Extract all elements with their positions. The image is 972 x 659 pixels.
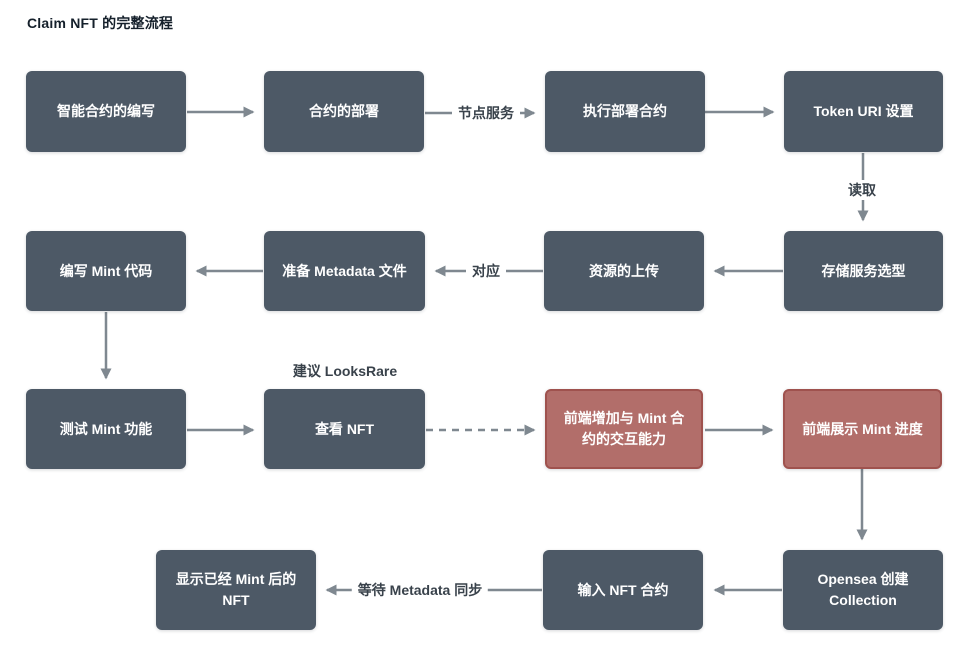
node-upload-assets: 资源的上传 [544,231,704,311]
edge-label-mapping: 对应 [466,261,506,281]
node-opensea-create-collection: Opensea 创建 Collection [783,550,943,630]
node-storage-service-selection: 存储服务选型 [784,231,943,311]
node-prepare-metadata-file: 准备 Metadata 文件 [264,231,425,311]
node-view-nft: 查看 NFT [264,389,425,469]
node-test-mint-function: 测试 Mint 功能 [26,389,186,469]
node-deploy-contract: 合约的部署 [264,71,424,152]
page-title: Claim NFT 的完整流程 [27,15,174,31]
node-token-uri-setup: Token URI 设置 [784,71,943,152]
edge-label-wait-metadata-sync: 等待 Metadata 同步 [351,580,489,600]
node-write-mint-code: 编写 Mint 代码 [26,231,186,311]
edge-label-read: 读取 [842,180,882,200]
node-execute-deploy-contract: 执行部署合约 [545,71,705,152]
node-frontend-mint-progress: 前端展示 Mint 进度 [783,389,942,469]
edge-label-node-service: 节点服务 [452,103,520,123]
note-suggest-looksrare: 建议 LooksRare [286,361,404,381]
node-frontend-mint-interaction: 前端增加与 Mint 合约的交互能力 [545,389,703,469]
node-enter-nft-contract: 输入 NFT 合约 [543,550,703,630]
node-write-smart-contract: 智能合约的编写 [26,71,186,152]
node-show-minted-nft: 显示已经 Mint 后的 NFT [156,550,316,630]
